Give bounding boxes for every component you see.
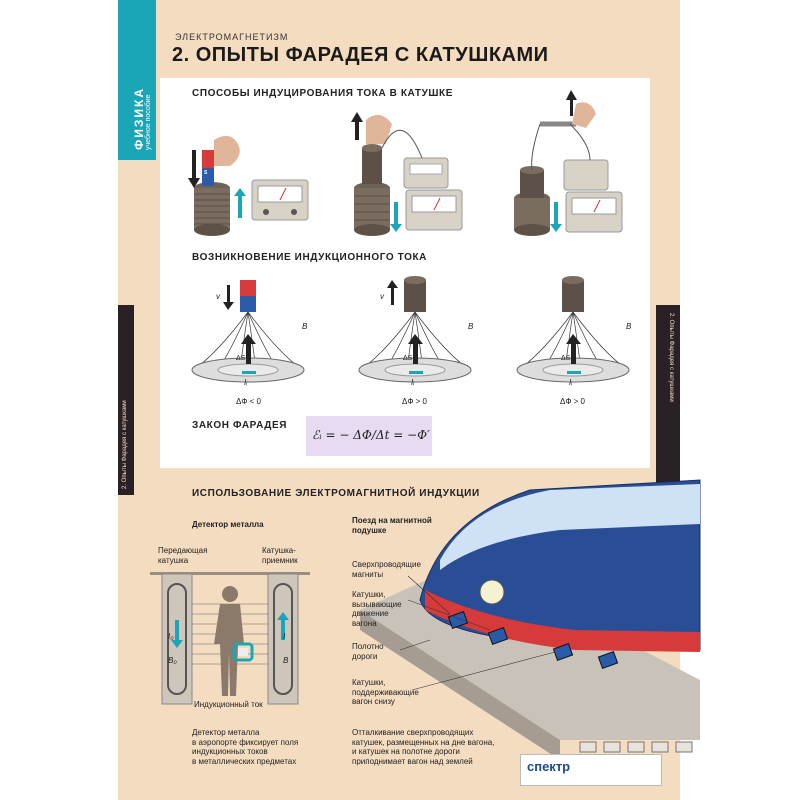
train-description: Отталкивание сверхпроводящих катушек, ра…: [352, 728, 494, 766]
train-heading-line: Поезд на магнитной: [352, 516, 432, 525]
coil-3-inner: [520, 170, 544, 198]
detector-heading: Детектор металла: [192, 520, 264, 529]
diag3-B: B: [626, 322, 632, 331]
hand-1: [214, 135, 240, 166]
label-line: Катушки,: [352, 678, 386, 687]
person-head: [222, 586, 238, 602]
track-label: Полотно дороги: [352, 642, 384, 661]
detector-I: I: [283, 632, 286, 641]
induction-diagram-1: [191, 280, 305, 383]
diag2-Ii: Iᵢ: [411, 378, 415, 387]
diag1-B: B: [302, 322, 308, 331]
train-heading-line: подушке: [352, 525, 387, 535]
coil-2-outer: [354, 188, 390, 230]
diag3-Ii: Iᵢ: [569, 378, 573, 387]
flux-label-3: ΔФ > 0: [560, 397, 585, 406]
detector-description: Детектор металла в аэропорте фиксирует п…: [192, 728, 298, 766]
induction-diagram-3: [516, 276, 630, 383]
flux-label-1: ΔФ < 0: [236, 397, 261, 406]
detector-desc-line: индукционных токов: [192, 747, 268, 757]
coils-move-label: Катушки, вызывающие движение вагона: [352, 590, 402, 628]
label-line: вызывающие: [352, 599, 402, 609]
detector-I0: I₀: [168, 632, 174, 641]
train-desc-line: и катушек на полотне дороги: [352, 747, 460, 757]
section-methods: СПОСОБЫ ИНДУЦИРОВАНИЯ ТОКА В КАТУШКЕ: [192, 88, 454, 99]
transmit-coil-label: Передающая катушка: [158, 546, 208, 565]
right-strip: 2. Опыты Фарадея с катушками: [656, 305, 680, 495]
label-line: движение: [352, 609, 389, 619]
left-strip: 2. Опыты Фарадея с катушками: [118, 305, 134, 495]
faraday-formula-box: ℰᵢ = − ΔФ/Δt = −Ф′: [306, 416, 432, 456]
diag3-dS: ΔS: [561, 355, 571, 362]
magnet-s-label: S: [204, 170, 208, 176]
magnet-north: [202, 150, 214, 168]
label-line: Сверхпроводящие: [352, 560, 421, 569]
coils-support-label: Катушки, поддерживающие вагон снизу: [352, 678, 419, 707]
experiment-2-illustration: [351, 112, 463, 236]
coil-2-inner: [362, 148, 382, 184]
label-line: поддерживающие: [352, 687, 419, 697]
detector-B0: B₀: [168, 656, 177, 665]
diag2-B: B: [468, 322, 474, 331]
experiments-panel: [160, 78, 650, 468]
diag2-v: v: [380, 292, 384, 301]
publisher-name: спектр: [527, 759, 571, 774]
flux-label-2: ΔФ > 0: [402, 397, 427, 406]
page-title: 2. ОПЫТЫ ФАРАДЕЯ С КАТУШКАМИ: [172, 44, 549, 66]
metal-detector-illustration: [150, 572, 310, 705]
detector-B: B: [283, 656, 289, 665]
experiment-3-illustration: [514, 90, 623, 236]
publisher-logo: спектр: [520, 754, 662, 786]
hand-2: [366, 114, 392, 144]
train-desc-line: катушек, размещенных на дне вагона,: [352, 737, 495, 747]
topic-heading: ЭЛЕКТРОМАГНЕТИЗМ: [175, 32, 289, 42]
label-line: Полотно: [352, 642, 384, 651]
label-line: вагона: [352, 618, 377, 628]
section-usage: ИСПОЛЬЗОВАНИЕ ЭЛЕКТРОМАГНИТНОЙ ИНДУКЦИИ: [192, 488, 480, 499]
diag1-Ii: Iᵢ: [244, 378, 248, 387]
train-heading: Поезд на магнитной подушке: [352, 516, 432, 535]
hand-3: [572, 102, 596, 128]
induction-current-label: Индукционный ток: [194, 700, 263, 709]
detector-desc-line: Детектор металла: [192, 728, 260, 737]
magnets-label: Сверхпроводящие магниты: [352, 560, 421, 579]
label-line: магниты: [352, 569, 384, 579]
diag2-dS: ΔS: [403, 355, 413, 362]
detector-desc-line: в металлических предметах: [192, 756, 297, 766]
coil-1: [194, 188, 230, 230]
label-line: вагон снизу: [352, 697, 395, 707]
faraday-formula: ℰᵢ = − ΔФ/Δt = −Ф′: [312, 428, 430, 442]
diag1-dS: ΔS: [236, 355, 246, 362]
person-silhouette: [214, 604, 244, 696]
diag1-v: v: [216, 292, 220, 301]
battery-3: [563, 159, 609, 191]
receive-coil-label: Катушка-приемник: [262, 546, 298, 565]
magnet-south: [202, 168, 214, 186]
detector-desc-line: в аэропорте фиксирует поля: [192, 737, 299, 747]
induction-diagram-2: [358, 276, 472, 383]
train-desc-line: Отталкивание сверхпроводящих: [352, 728, 474, 737]
section-emergence: ВОЗНИКНОВЕНИЕ ИНДУКЦИОННОГО ТОКА: [192, 252, 428, 263]
maglev-train-illustration: [360, 479, 701, 760]
label-line: Катушки,: [352, 590, 386, 599]
label-line: дороги: [352, 651, 378, 661]
train-desc-line: приподнимает вагон над землей: [352, 756, 473, 766]
subject-tab: ФИЗИКА учебное пособие: [118, 0, 156, 160]
magnet-n-label: N: [204, 146, 208, 152]
experiment-1-illustration: [188, 135, 309, 236]
section-law: ЗАКОН ФАРАДЕЯ: [192, 420, 288, 431]
